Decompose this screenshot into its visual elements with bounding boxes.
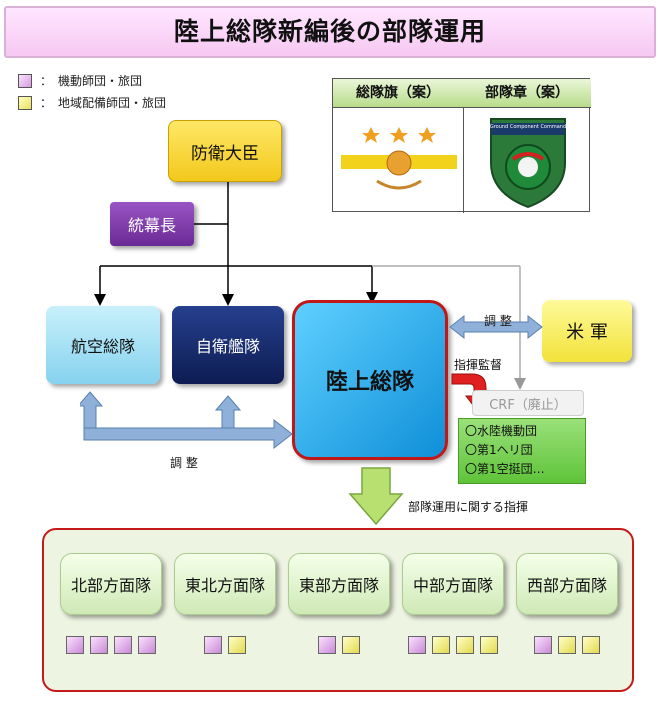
regional-unit-square	[558, 636, 576, 654]
node-crf: CRF（廃止）	[472, 390, 584, 416]
flag-header: 総隊旗（案）	[333, 79, 464, 108]
crf-unit-item: 〇第1ヘリ団	[465, 443, 533, 457]
node-minister: 防衛大臣	[168, 120, 282, 182]
mobile-unit-square	[534, 636, 552, 654]
army-label: 西部方面隊	[526, 576, 607, 595]
mobile-unit-square	[204, 636, 222, 654]
node-label: 自衛艦隊	[195, 337, 260, 356]
regional-unit-square	[582, 636, 600, 654]
mobile-unit-square	[408, 636, 426, 654]
gcc-emblem-icon	[490, 118, 566, 209]
page-title: 陸上総隊新編後の部隊運用	[4, 6, 656, 58]
mobile-unit-square	[90, 636, 108, 654]
node-chief-of-staff: 統幕長	[110, 202, 194, 246]
crf-unit-list: 〇水陸機動団 〇第1ヘリ団 〇第1空挺団…	[458, 418, 586, 484]
node-us-forces: 米 軍	[542, 300, 632, 362]
legend-item-regional: ： 地域配備師団・旅団	[18, 94, 166, 111]
edge-label-operational-command: 部隊運用に関する指揮	[408, 500, 529, 514]
crf-unit-item: 〇水陸機動団	[465, 424, 538, 438]
node-label: 航空総隊	[70, 337, 135, 356]
army-label: 北部方面隊	[70, 576, 151, 595]
node-label: 陸上総隊	[325, 370, 414, 395]
node-fleet: 自衛艦隊	[172, 306, 284, 384]
legend-item-mobile: ： 機動師団・旅団	[18, 72, 142, 89]
army-label: 中部方面隊	[412, 576, 493, 595]
emblem-header: 部隊章（案）	[463, 79, 591, 108]
army-middle: 中部方面隊	[402, 553, 504, 615]
regional-unit-square	[228, 636, 246, 654]
node-label: CRF（廃止）	[489, 397, 567, 413]
legend-label: ： 地域配備師団・旅団	[40, 96, 167, 110]
node-label: 統幕長	[127, 216, 176, 235]
node-air-force: 航空総隊	[46, 306, 160, 384]
mobile-unit-square	[318, 636, 336, 654]
down-arrow-icon	[348, 467, 404, 526]
gcc-flag-icon	[341, 115, 457, 207]
edge-label-coordination-us: 調 整	[484, 314, 512, 328]
pink-swatch-icon	[18, 73, 32, 88]
army-northern: 北部方面隊	[60, 553, 162, 615]
army-label: 東部方面隊	[298, 576, 379, 595]
edge-label-command-supervision: 指揮監督	[454, 358, 503, 372]
yellow-swatch-icon	[18, 95, 32, 110]
legend-label: ： 機動師団・旅団	[40, 74, 143, 88]
double-arrow-icon	[449, 314, 543, 340]
regional-unit-square	[456, 636, 474, 654]
emblem-text: Ground Component Command	[489, 124, 567, 130]
mobile-unit-square	[138, 636, 156, 654]
node-label: 米 軍	[566, 322, 608, 343]
regional-unit-square	[432, 636, 450, 654]
regional-unit-square	[480, 636, 498, 654]
mobile-unit-square	[66, 636, 84, 654]
army-label: 東北方面隊	[184, 576, 265, 595]
node-label: 防衛大臣	[191, 143, 259, 164]
regional-unit-square	[342, 636, 360, 654]
flags-panel: 総隊旗（案） 部隊章（案） Ground Component Command	[332, 78, 591, 213]
node-ground-component-command: 陸上総隊	[292, 300, 448, 460]
coordination-arrows-icon	[80, 391, 293, 450]
mobile-unit-square	[114, 636, 132, 654]
army-northeastern: 東北方面隊	[174, 553, 276, 615]
edge-label-coordination-bottom: 調 整	[170, 456, 198, 470]
army-eastern: 東部方面隊	[288, 553, 390, 615]
army-western: 西部方面隊	[516, 553, 618, 615]
crf-unit-item: 〇第1空挺団…	[465, 462, 545, 476]
